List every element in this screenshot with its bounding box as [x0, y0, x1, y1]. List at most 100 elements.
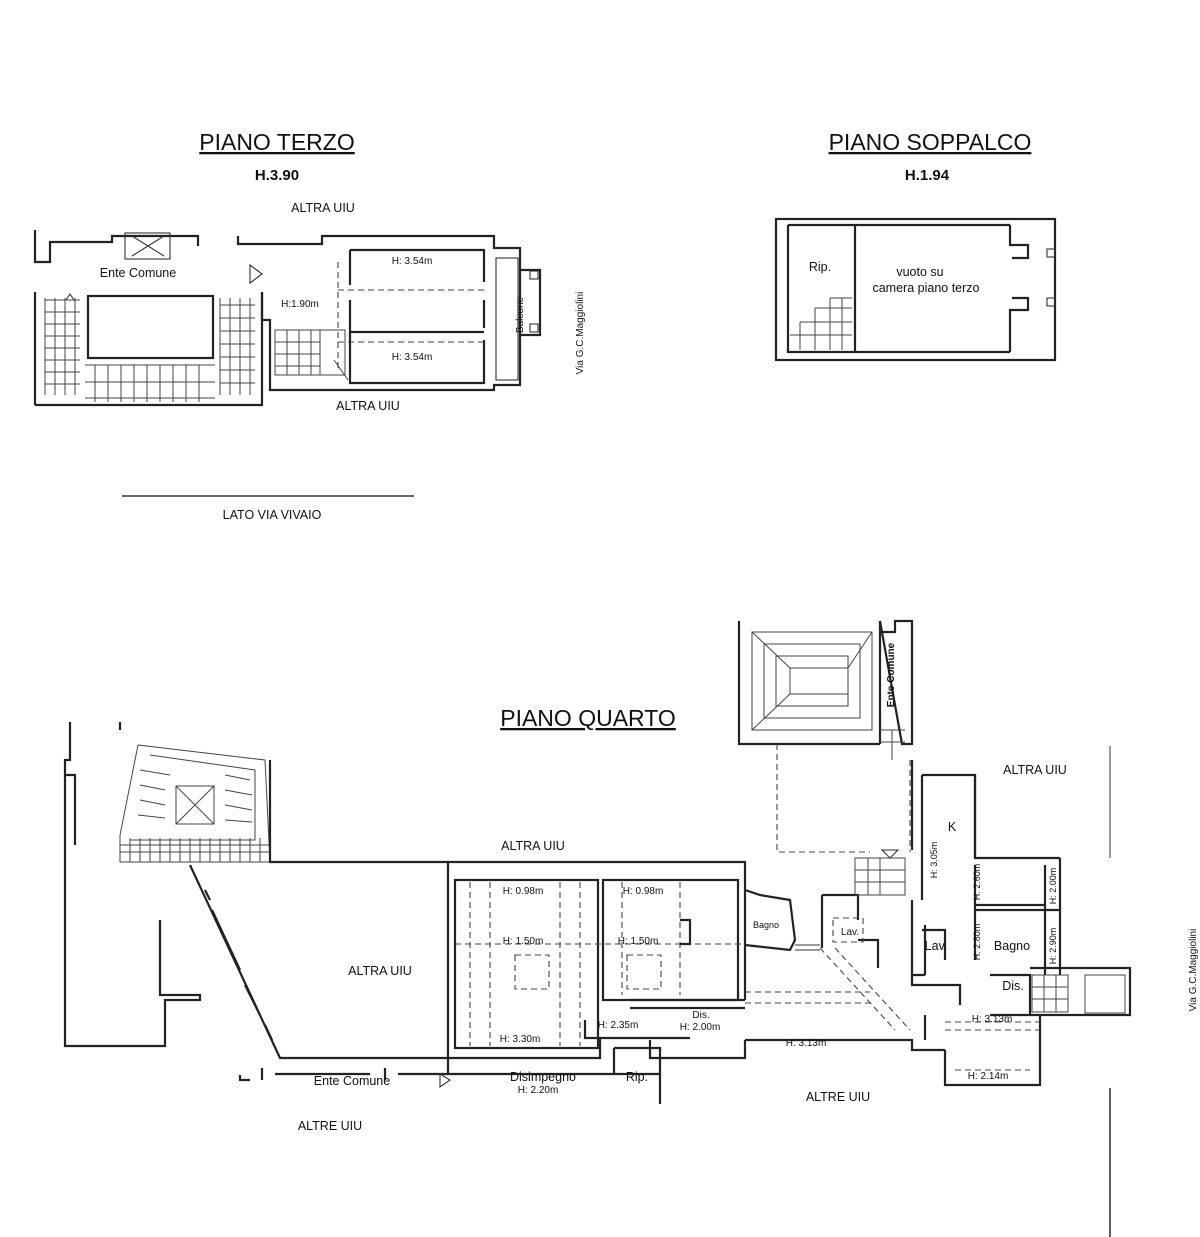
stair-steps-small	[274, 329, 349, 381]
corridor-bottom-walls	[238, 1072, 662, 1104]
quarto-h-150-b: H: 1.50m	[618, 936, 659, 947]
soppalco-vuoto-line2: camera piano terzo	[872, 281, 979, 295]
piano-terzo-title: PIANO TERZO	[199, 129, 355, 155]
quarto-h-330: H: 3.30m	[500, 1034, 541, 1045]
room-2-lower-walls	[583, 998, 745, 1040]
quarto-bagno-1: Bagno	[753, 920, 779, 930]
balcony-outline	[495, 257, 519, 381]
bagno-1-walls	[744, 888, 797, 952]
room-1-dashed	[455, 882, 745, 1046]
terzo-h-room1: H: 3.54m	[392, 256, 433, 267]
quarto-lav-1: Lav.	[841, 927, 859, 938]
quarto-h-disimpegno: H: 2.20m	[518, 1085, 559, 1096]
piano-soppalco-title: PIANO SOPPALCO	[829, 129, 1032, 155]
soppalco-rip: Rip.	[809, 260, 831, 274]
lower-right-walls	[923, 1015, 1042, 1087]
diagonal-dashed-lines	[745, 947, 911, 1031]
room-2-dashed	[621, 882, 681, 995]
quarto-h-235: H: 2.35m	[598, 1020, 639, 1031]
quarto-k: K	[948, 820, 957, 834]
balcony-rail	[520, 268, 542, 337]
right-rooms-walls	[973, 858, 1062, 975]
balcone-label: Balcone	[515, 296, 526, 333]
upper-stair-steps	[751, 631, 905, 760]
left-stair-steps	[119, 744, 271, 863]
altra-uiu-left-top-wall	[268, 760, 448, 864]
skylight-2	[626, 954, 662, 990]
corridor-diagonal-wall	[189, 864, 448, 1060]
stair-steps-terzo	[44, 298, 255, 402]
lav-2-walls	[922, 925, 947, 975]
quarto-altra-uiu-center: ALTRA UIU	[501, 839, 565, 853]
piano-quarto-title: PIANO QUARTO	[500, 705, 676, 731]
piano-terzo-ente-comune: Ente Comune	[100, 266, 176, 280]
quarto-ente-comune: Ente Comune	[314, 1074, 390, 1088]
piano-terzo-plan: PIANO TERZO H.3.90 ALTRA UIU ALTRA UIU E…	[33, 129, 586, 522]
apartment-walls-terzo	[236, 234, 522, 392]
piano-terzo-altra-uiu-top: ALTRA UIU	[291, 201, 355, 215]
upper-stair-block-walls	[737, 619, 914, 746]
lower-rooms-walls	[446, 1046, 662, 1074]
bedrooms-walls	[348, 248, 486, 385]
elevator-shaft	[124, 232, 171, 260]
lav-1-fixture	[832, 917, 864, 943]
corridor-entrance-arrow-icon	[439, 1073, 452, 1089]
quarto-ente-comune-stair: Ente Comune	[886, 642, 897, 707]
quarto-h-280: H: 2.80m	[972, 924, 982, 961]
soppalco-inner-walls	[786, 223, 1010, 354]
left-block-walls	[63, 722, 202, 1048]
quarto-rip: Rip.	[626, 1070, 648, 1084]
upper-dashed-area	[776, 744, 911, 853]
quarto-h-200: H: 2.00m	[680, 1022, 721, 1033]
dis-2-walls	[990, 966, 1132, 1017]
quarto-street-label: Via G.C.Maggiolini	[1188, 929, 1199, 1012]
quarto-h-214: H: 2.14m	[968, 1071, 1009, 1082]
kitchen-stair	[854, 857, 906, 896]
dis-2-stair	[1031, 974, 1126, 1014]
stair-block-walls	[33, 292, 264, 407]
room-2-niche	[680, 918, 692, 946]
soppalco-window-1	[1046, 248, 1056, 258]
quarto-bagno-2: Bagno	[994, 939, 1030, 953]
quarto-disimpegno: Disimpegno	[510, 1070, 576, 1084]
balcony-window-2	[529, 323, 539, 333]
quarto-h-200-v: H: 2.00m	[1048, 868, 1058, 905]
corridor-posts	[260, 1068, 387, 1080]
soppalco-stair	[790, 297, 852, 350]
kitchen-arrow-icon	[880, 849, 900, 859]
entrance-arrow-icon	[249, 263, 263, 285]
balcony-window-1	[529, 270, 539, 280]
quarto-altra-uiu-left: ALTRA UIU	[348, 964, 412, 978]
soppalco-vuoto-line1: vuoto su	[896, 265, 943, 279]
lato-via-vivaio-label: LATO VIA VIVAIO	[223, 508, 322, 522]
quarto-h-150-a: H: 1.50m	[503, 936, 544, 947]
quarto-h-290: H: 2.90m	[1048, 928, 1058, 965]
loft-dashed-lines	[337, 262, 484, 372]
bagno-1-door	[795, 944, 820, 951]
soppalco-window-2	[1046, 297, 1056, 307]
stair-arrow-icon	[65, 293, 75, 301]
quarto-altra-uiu-top-right: ALTRA UIU	[1003, 763, 1067, 777]
common-area-walls	[33, 230, 200, 264]
lower-right-dashed	[945, 1021, 1040, 1071]
room-1-walls	[453, 878, 600, 1050]
south-wall	[648, 1038, 945, 1060]
quarto-h-098-a: H: 0.98m	[503, 886, 544, 897]
piano-quarto-plan: PIANO QUARTO Ente Comune ALTRA UIU	[63, 619, 1199, 1237]
quarto-h-260: H: 2.60m	[972, 864, 982, 901]
quarto-dis-2: Dis.	[1002, 979, 1024, 993]
quarto-altre-uiu-2: ALTRE UIU	[806, 1090, 870, 1104]
quarto-h-313-a: H: 3.13m	[786, 1038, 827, 1049]
corridor-dashed-wall	[204, 889, 273, 1041]
terzo-h-room2: H: 3.54m	[392, 352, 433, 363]
soppalco-window-recesses	[1008, 225, 1030, 352]
piano-soppalco-plan: PIANO SOPPALCO H.1.94 Rip. vuoto su came…	[774, 129, 1057, 362]
terzo-street-label: Via G.C.Maggiolini	[575, 292, 586, 375]
quarto-altre-uiu-1: ALTRE UIU	[298, 1119, 362, 1133]
soppalco-outer-walls	[774, 217, 1057, 362]
skylight-1	[514, 954, 550, 990]
piano-soppalco-height: H.1.94	[905, 167, 950, 184]
piano-terzo-height: H.3.90	[255, 167, 299, 184]
quarto-h-313-b: H: 3.13m	[972, 1014, 1013, 1025]
